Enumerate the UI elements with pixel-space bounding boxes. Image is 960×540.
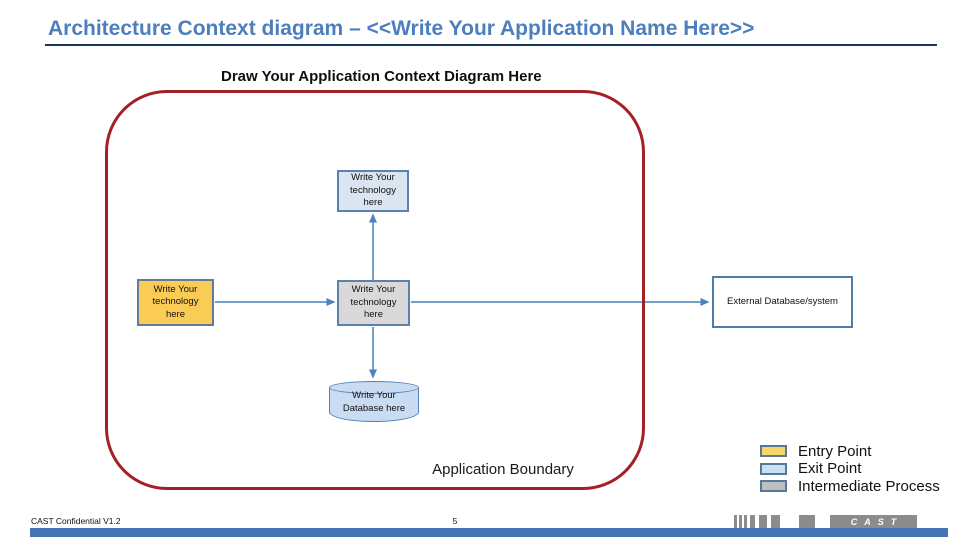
legend-label: Exit Point [798,460,862,477]
exit-point-swatch [760,462,787,475]
footer-page-number: 5 [452,516,458,526]
cast-logo-bar [739,515,742,528]
cast-logo-bar [771,515,780,528]
title-underline [45,44,937,46]
diagram-instruction: Draw Your Application Context Diagram He… [221,68,542,85]
technology-box-entry: Write Your technology here [137,279,214,326]
footer-accent-bar [30,528,948,537]
legend-row-intermediate-process: Intermediate Process [760,477,940,495]
application-boundary-outline [105,90,645,490]
slide-title: Architecture Context diagram – <<Write Y… [48,17,755,40]
application-boundary-label: Application Boundary [432,461,574,478]
database-cylinder-top [329,381,419,394]
legend-row-exit-point: Exit Point [760,460,940,477]
cast-logo-bar [734,515,737,528]
entry-point-swatch [760,445,787,457]
cast-logo-bar [744,515,747,528]
legend-label: Intermediate Process [798,477,940,495]
footer-confidential: CAST Confidential V1.2 [31,516,121,526]
database-cylinder: Write Your Database here [329,381,419,422]
legend-row-entry-point: Entry Point [760,442,940,460]
technology-box-top: Write Your technology here [337,170,409,212]
intermediate-process-swatch [760,480,787,492]
external-database-box: External Database/system [712,276,853,328]
cast-logo-wordmark: CAST [830,515,917,528]
cast-logo: CAST [734,515,917,528]
legend: Entry Point Exit Point Intermediate Proc… [760,442,940,498]
legend-label: Entry Point [798,442,872,460]
cast-logo-bar [759,515,767,528]
database-cylinder-label: Write Your Database here [342,390,406,415]
cast-logo-bar [750,515,755,528]
technology-box-center: Write Your technology here [337,280,410,326]
cast-logo-bar [799,515,815,528]
